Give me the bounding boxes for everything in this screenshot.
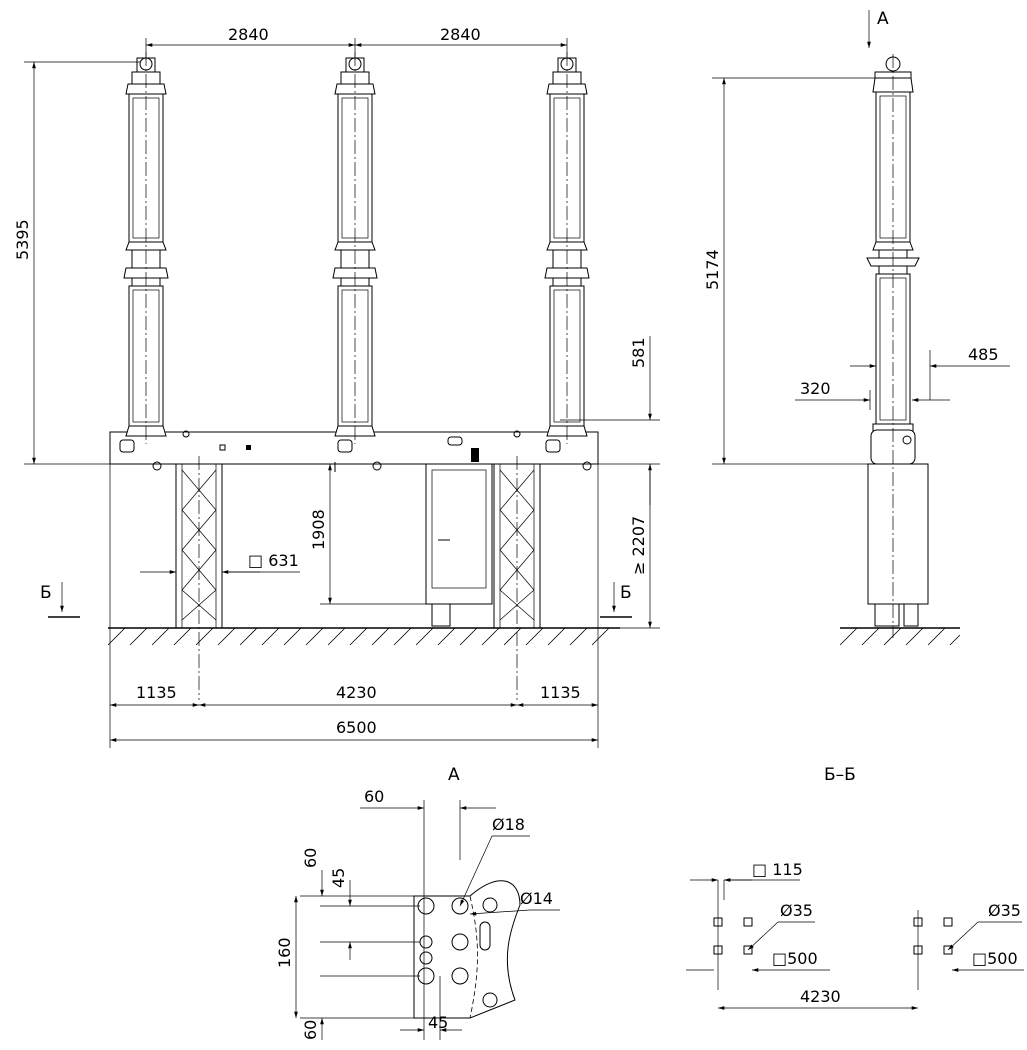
dim-text-631: □ 631	[248, 551, 299, 570]
dim-detail-a: 60 Ø18 Ø14 160 60 45 60 45	[275, 787, 560, 1040]
side-insulator	[866, 54, 920, 638]
insulator-phase-3	[544, 51, 590, 445]
dim-320: 320	[795, 379, 950, 410]
dim-text-1135-left: 1135	[136, 683, 177, 702]
dim-text-d18: Ø18	[492, 815, 525, 834]
section-label-left: Б	[40, 583, 52, 603]
insulator-phase-1	[123, 51, 169, 445]
dim-text-d14: Ø14	[520, 889, 553, 908]
foundation-left: □ 115 Ø35 □500	[686, 860, 830, 990]
detail-a: A 60 Ø18 Ø14	[275, 765, 560, 1040]
dim-631: □ 631	[140, 551, 300, 574]
dim-text-500-left: □500	[772, 949, 818, 968]
dim-485: 485	[850, 345, 1010, 400]
dim-1908: 1908	[309, 464, 426, 605]
dim-text-45-bottom: 45	[428, 1013, 448, 1032]
dim-phase-spacing: 2840 2840	[145, 25, 568, 60]
dim-text-160: 160	[275, 937, 294, 968]
dim-text-6500: 6500	[336, 718, 377, 737]
dim-bottom: 1135 4230 1135 6500	[109, 628, 599, 748]
dim-text-320: 320	[800, 379, 831, 398]
dim-5174: 5174	[703, 77, 880, 465]
side-frame	[839, 463, 961, 646]
dim-text-d35-right: Ø35	[988, 901, 1021, 920]
dim-text-1908: 1908	[309, 509, 328, 550]
detail-a-title: A	[448, 765, 460, 785]
terminal-plate	[413, 880, 521, 1019]
dim-text-5395: 5395	[13, 219, 32, 260]
dim-text-500-right: □500	[972, 949, 1018, 968]
section-mark-right: Б	[600, 582, 632, 618]
dim-text-4230-bb: 4230	[800, 987, 841, 1006]
foundation-right: Ø35 □500	[913, 901, 1024, 990]
control-cabinet	[425, 463, 493, 627]
front-view: 2840 2840 5395 581 ≥ 2207 1908	[13, 25, 660, 748]
dim-text-2207: ≥ 2207	[629, 516, 648, 575]
dim-text-60-left-bottom: 60	[301, 1020, 320, 1040]
dim-text-60-left-top: 60	[301, 848, 320, 868]
dim-text-2840-left: 2840	[228, 25, 269, 44]
insulator-phase-2	[332, 51, 378, 445]
dim-text-485: 485	[968, 345, 999, 364]
dim-text-60-top: 60	[364, 787, 384, 806]
ground-front	[107, 627, 620, 646]
dim-4230-bb: 4230	[718, 987, 918, 1010]
dim-text-d35-left: Ø35	[780, 901, 813, 920]
dim-text-115: □ 115	[752, 860, 803, 879]
section-label-right: Б	[620, 583, 632, 603]
dim-text-581: 581	[629, 337, 648, 368]
view-arrow-label: A	[877, 9, 889, 29]
dim-text-1135-right: 1135	[540, 683, 581, 702]
dim-text-5174: 5174	[703, 249, 722, 290]
dim-text-2840-right: 2840	[440, 25, 481, 44]
support-column-right	[493, 456, 541, 700]
section-bb: Б–Б □ 115 Ø35 □500	[686, 765, 1024, 1010]
side-view: A	[703, 9, 1010, 646]
dim-text-4230: 4230	[336, 683, 377, 702]
support-column-left	[175, 456, 223, 700]
dim-text-45-left: 45	[329, 868, 348, 888]
view-arrow-a: A	[867, 9, 889, 48]
section-bb-title: Б–Б	[824, 765, 856, 785]
dim-right-heights: 581 ≥ 2207	[560, 336, 660, 629]
section-mark-left: Б	[40, 582, 80, 618]
dim-total-height: 5395	[13, 61, 140, 465]
